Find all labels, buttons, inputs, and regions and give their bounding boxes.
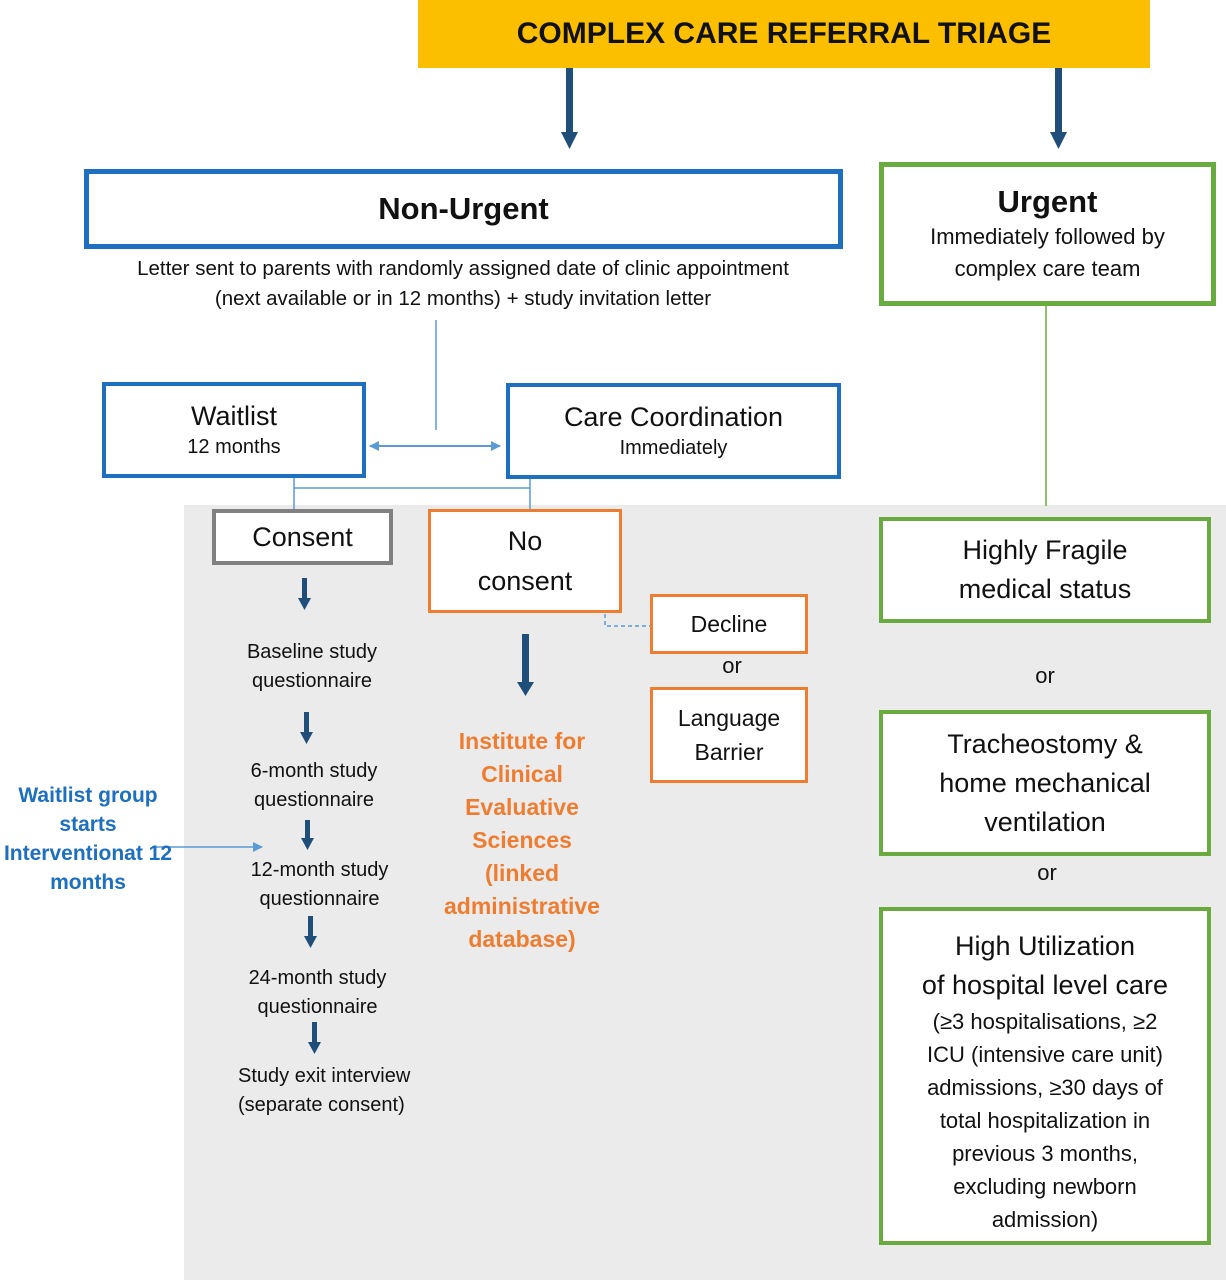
highly-fragile-box: Highly Fragile medical status	[879, 517, 1211, 623]
care-coordination-label: Care Coordination	[563, 402, 784, 432]
urgent-heading: Urgent	[997, 184, 1098, 219]
no-consent-line-2: consent	[477, 566, 573, 596]
step-baseline: Baseline study questionnaire	[212, 638, 412, 696]
decline-box: Decline	[650, 594, 808, 654]
ices-text: Institute for Clinical Evaluative Scienc…	[422, 725, 622, 956]
urgent-sub-line-1: Immediately followed by	[930, 224, 1165, 249]
non-urgent-box: Non-Urgent	[84, 169, 843, 249]
language-barrier-box: Language Barrier	[650, 687, 808, 783]
step-6-month: 6-month study questionnaire	[214, 757, 414, 815]
waitlist-note-line-2: starts	[59, 813, 117, 836]
high-util-detail-1: (≥3 hospitalisations, ≥2	[932, 1009, 1158, 1034]
decline-dashed-line	[604, 614, 650, 627]
step-exit-interview: Study exit interview (separate consent)	[238, 1062, 458, 1120]
consent-arrow-2	[300, 712, 313, 744]
step-12-month: 12-month study questionnaire	[212, 856, 427, 914]
step-24-month: 24-month study questionnaire	[210, 964, 425, 1022]
consent-arrow-5	[308, 1022, 321, 1054]
decline-label: Decline	[690, 610, 768, 637]
consent-box: Consent	[212, 509, 393, 565]
tracheostomy-line-2: home mechanical	[939, 767, 1151, 798]
step-12-month-line-2: questionnaire	[259, 888, 380, 910]
step-baseline-line-2: questionnaire	[251, 670, 373, 692]
tracheostomy-line-1: Tracheostomy &	[947, 728, 1143, 759]
consent-arrow-1	[298, 578, 311, 610]
care-coordination-box: Care Coordination Immediately	[506, 383, 841, 479]
ices-line-7: database)	[468, 926, 576, 952]
care-coordination-sub: Immediately	[619, 437, 728, 459]
urgent-or-text-2: or	[1037, 860, 1057, 885]
waitlist-label: Waitlist	[191, 401, 277, 431]
non-urgent-heading: Non-Urgent	[378, 191, 549, 226]
waitlist-note-line-4: months	[50, 871, 126, 894]
high-util-detail-4: total hospitalization in	[939, 1108, 1151, 1133]
waitlist-note-line-1: Waitlist group	[18, 784, 158, 807]
ices-line-3: Evaluative	[465, 794, 579, 820]
urgent-sub-line-2: complex care team	[954, 256, 1141, 281]
no-consent-box: No consent	[428, 509, 622, 613]
waitlist-note-line-3: Interventionat 12	[3, 842, 173, 865]
ices-line-2: Clinical	[481, 761, 563, 787]
highly-fragile-line-1: Highly Fragile	[962, 535, 1128, 565]
high-util-detail-7: admission)	[991, 1207, 1099, 1232]
high-util-detail-5: previous 3 months,	[952, 1141, 1138, 1166]
step-24-month-line-1: 24-month study	[248, 967, 387, 989]
step-6-month-line-1: 6-month study	[250, 760, 378, 782]
step-6-month-line-2: questionnaire	[253, 789, 375, 811]
step-12-month-line-1: 12-month study	[250, 859, 389, 881]
no-consent-line-1: No	[507, 526, 543, 556]
high-util-detail-2: ICU (intensive care unit)	[927, 1042, 1163, 1067]
ices-line-1: Institute for	[458, 728, 586, 754]
consent-arrow-3	[301, 820, 314, 850]
decline-or-text: or	[722, 653, 742, 678]
ices-line-5: (linked	[484, 860, 560, 886]
non-urgent-letter-text: Letter sent to parents with randomly ass…	[60, 254, 866, 314]
page-title: COMPLEX CARE REFERRAL TRIAGE	[418, 0, 1150, 68]
tracheostomy-line-3: ventilation	[984, 806, 1106, 837]
high-utilization-line-1: High Utilization	[954, 931, 1136, 961]
highly-fragile-line-2: medical status	[958, 574, 1132, 604]
tracheostomy-box: Tracheostomy & home mechanical ventilati…	[879, 710, 1211, 856]
no-consent-arrow	[517, 634, 534, 696]
letter-line-2: (next available or in 12 months) + study…	[214, 287, 712, 310]
urgent-box: Urgent Immediately followed by complex c…	[879, 162, 1216, 306]
step-exit-line-2: (separate consent)	[238, 1094, 405, 1116]
language-barrier-line-2: Barrier	[694, 739, 764, 765]
consent-label: Consent	[252, 521, 353, 552]
step-baseline-line-1: Baseline study	[246, 641, 378, 663]
ices-line-4: Sciences	[472, 827, 572, 853]
step-24-month-line-2: questionnaire	[257, 996, 378, 1018]
high-utilization-box: High Utilization of hospital level care …	[879, 907, 1211, 1245]
step-exit-line-1: Study exit interview	[238, 1065, 411, 1087]
high-util-detail-6: excluding newborn	[953, 1174, 1137, 1199]
high-utilization-line-2: of hospital level care	[921, 970, 1169, 1000]
title-to-urgent-arrow	[1050, 68, 1067, 149]
urgent-or-text-1: or	[1035, 663, 1055, 688]
language-barrier-line-1: Language	[677, 705, 781, 731]
waitlist-group-note: Waitlist group starts Interventionat 12 …	[0, 781, 176, 897]
waitlist-box: Waitlist 12 months	[102, 382, 366, 478]
letter-line-1: Letter sent to parents with randomly ass…	[137, 257, 789, 280]
title-to-non-urgent-arrow	[561, 68, 578, 149]
waitlist-sub: 12 months	[187, 436, 281, 458]
ices-line-6: administrative	[444, 893, 600, 919]
high-util-detail-3: admissions, ≥30 days of	[927, 1075, 1163, 1100]
consent-arrow-4	[304, 916, 317, 948]
